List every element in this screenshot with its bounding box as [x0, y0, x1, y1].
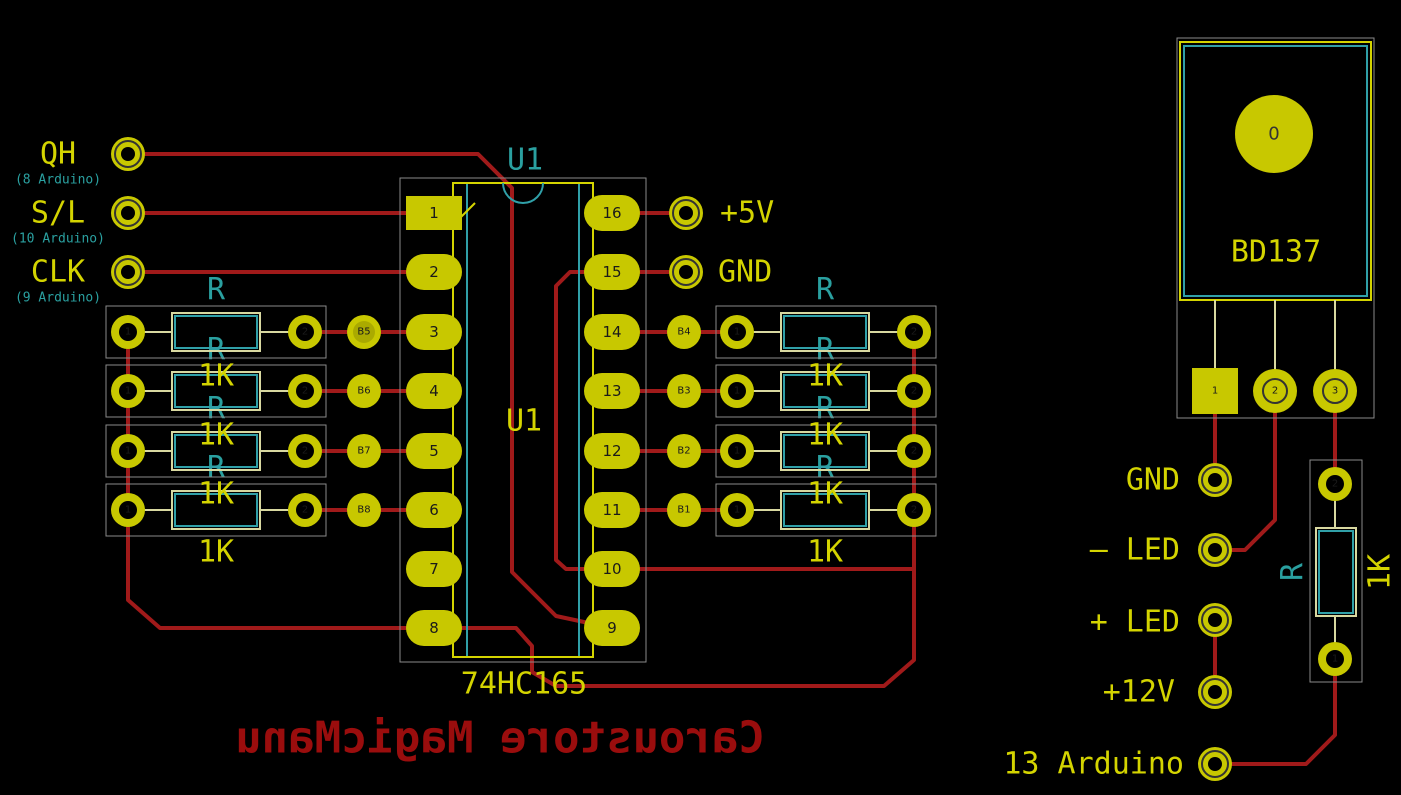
vertical-resistor-ref: R	[1276, 562, 1311, 581]
power-label-5v: +5V	[720, 196, 774, 231]
resistor-pin: 1	[734, 505, 740, 516]
left-connector-sl: S/L (10 Arduino)	[11, 196, 145, 247]
ic-pin-label: 8	[429, 619, 439, 637]
left-resistors: R R R R 1 2 B5 1 2 B6 1 2 B7 1 2 B8 1K 1…	[105, 273, 381, 570]
resistor-value: 1K	[807, 359, 843, 394]
connector-label-led-minus: – LED	[1090, 533, 1180, 568]
ic-ref-top: U1	[507, 143, 543, 178]
net-label: B8	[357, 505, 370, 516]
ic-pin-label: 9	[607, 619, 617, 637]
ic-pin-label: 15	[602, 263, 621, 281]
ic-pin-label: 5	[429, 442, 439, 460]
resistor-pin: 2	[911, 446, 917, 457]
resistor-pin: 2	[911, 505, 917, 516]
net-label: B6	[357, 386, 370, 397]
resistor-pin: 2	[302, 446, 308, 457]
ic-74hc165: U1 U1 74HC165 1 2 3 4 5 6 7 8 16 15 14 1…	[399, 143, 647, 702]
connector-note-sl: (10 Arduino)	[11, 232, 105, 247]
net-label: B7	[357, 446, 370, 457]
connector-label-gnd: GND	[1126, 463, 1180, 498]
resistor-pin: 1	[734, 386, 740, 397]
power-connector-gnd: GND	[669, 255, 772, 290]
resistor-pin: 2	[911, 386, 917, 397]
resistor-pin: 1	[125, 446, 131, 457]
net-label: B4	[677, 327, 690, 338]
vertical-resistor-value: 1K	[1363, 554, 1398, 590]
resistor-value: 1K	[807, 477, 843, 512]
resistor-pin: 1	[1332, 654, 1338, 665]
connector-label-12v: +12V	[1103, 675, 1175, 710]
net-label: B1	[677, 505, 690, 516]
connector-label-led-plus: + LED	[1090, 605, 1180, 640]
ic-pin-label: 12	[602, 442, 621, 460]
resistor-pin: 2	[302, 505, 308, 516]
right-connectors: GND – LED + LED +12V 13 Arduino	[1003, 463, 1232, 782]
ic-pin-label: 16	[602, 204, 621, 222]
resistor-pin: 2	[1332, 479, 1338, 490]
connector-label-13-arduino: 13 Arduino	[1003, 747, 1184, 782]
resistor-pin: 1	[125, 386, 131, 397]
resistor-value: 1K	[198, 535, 234, 570]
ic-pin-label: 2	[429, 263, 439, 281]
resistor-value: 1K	[198, 359, 234, 394]
power-connector-5v: +5V	[669, 196, 774, 231]
transistor-value: BD137	[1231, 235, 1321, 270]
resistor-pin: 2	[302, 386, 308, 397]
connector-note-qh: (8 Arduino)	[15, 173, 101, 188]
ic-pin-label: 10	[602, 560, 621, 578]
vertical-resistor: 2 1 R 1K	[1276, 459, 1398, 683]
transistor-bd137: 0 BD137 1 2 3	[1176, 37, 1375, 419]
ic-pin-label: 3	[429, 323, 439, 341]
resistor-ref: R	[816, 273, 835, 308]
ic-pin-label: 7	[429, 560, 439, 578]
left-connector-clk: CLK (9 Arduino)	[15, 255, 145, 306]
right-resistors: R R R R B4 1 2 B3 1 2 B2 1 2 B1 1 2 1K 1…	[667, 273, 937, 570]
resistor-pin: 1	[125, 327, 131, 338]
ic-value: 74HC165	[461, 667, 587, 702]
transistor-pin: 1	[1212, 386, 1218, 397]
connector-label-sl: S/L	[31, 196, 85, 231]
ic-ref-center: U1	[506, 404, 542, 439]
resistor-pin: 2	[302, 327, 308, 338]
net-label: B5	[357, 327, 370, 338]
resistor-pin: 1	[734, 327, 740, 338]
ic-pin-label: 14	[602, 323, 621, 341]
transistor-tab-hole	[1235, 95, 1313, 173]
ic-pin-label: 6	[429, 501, 439, 519]
resistor-pin: 2	[911, 327, 917, 338]
transistor-pin: 3	[1332, 386, 1338, 397]
resistor-value: 1K	[807, 535, 843, 570]
ic-pin-label: 13	[602, 382, 621, 400]
resistor-ref: R	[207, 273, 226, 308]
ic-pin-label: 11	[602, 501, 621, 519]
connector-note-clk: (9 Arduino)	[15, 291, 101, 306]
power-label-gnd: GND	[718, 255, 772, 290]
connector-label-qh: QH	[40, 137, 76, 172]
net-label: B2	[677, 446, 690, 457]
resistor-value: 1K	[807, 418, 843, 453]
transistor-pin: 2	[1272, 386, 1278, 397]
net-label: B3	[677, 386, 690, 397]
tab-label: 0	[1268, 124, 1279, 145]
connector-label-clk: CLK	[31, 255, 85, 290]
ic-pin-label: 1	[429, 204, 439, 222]
ic-pin-1-pad	[406, 196, 462, 230]
resistor-pin: 1	[734, 446, 740, 457]
resistor-pin: 1	[125, 505, 131, 516]
resistor-value: 1K	[198, 418, 234, 453]
resistor-value: 1K	[198, 477, 234, 512]
left-connector-qh: QH (8 Arduino)	[15, 137, 145, 188]
ic-pin-label: 4	[429, 382, 439, 400]
board-text-mirrored: Caroustore MagicManu	[235, 713, 765, 764]
